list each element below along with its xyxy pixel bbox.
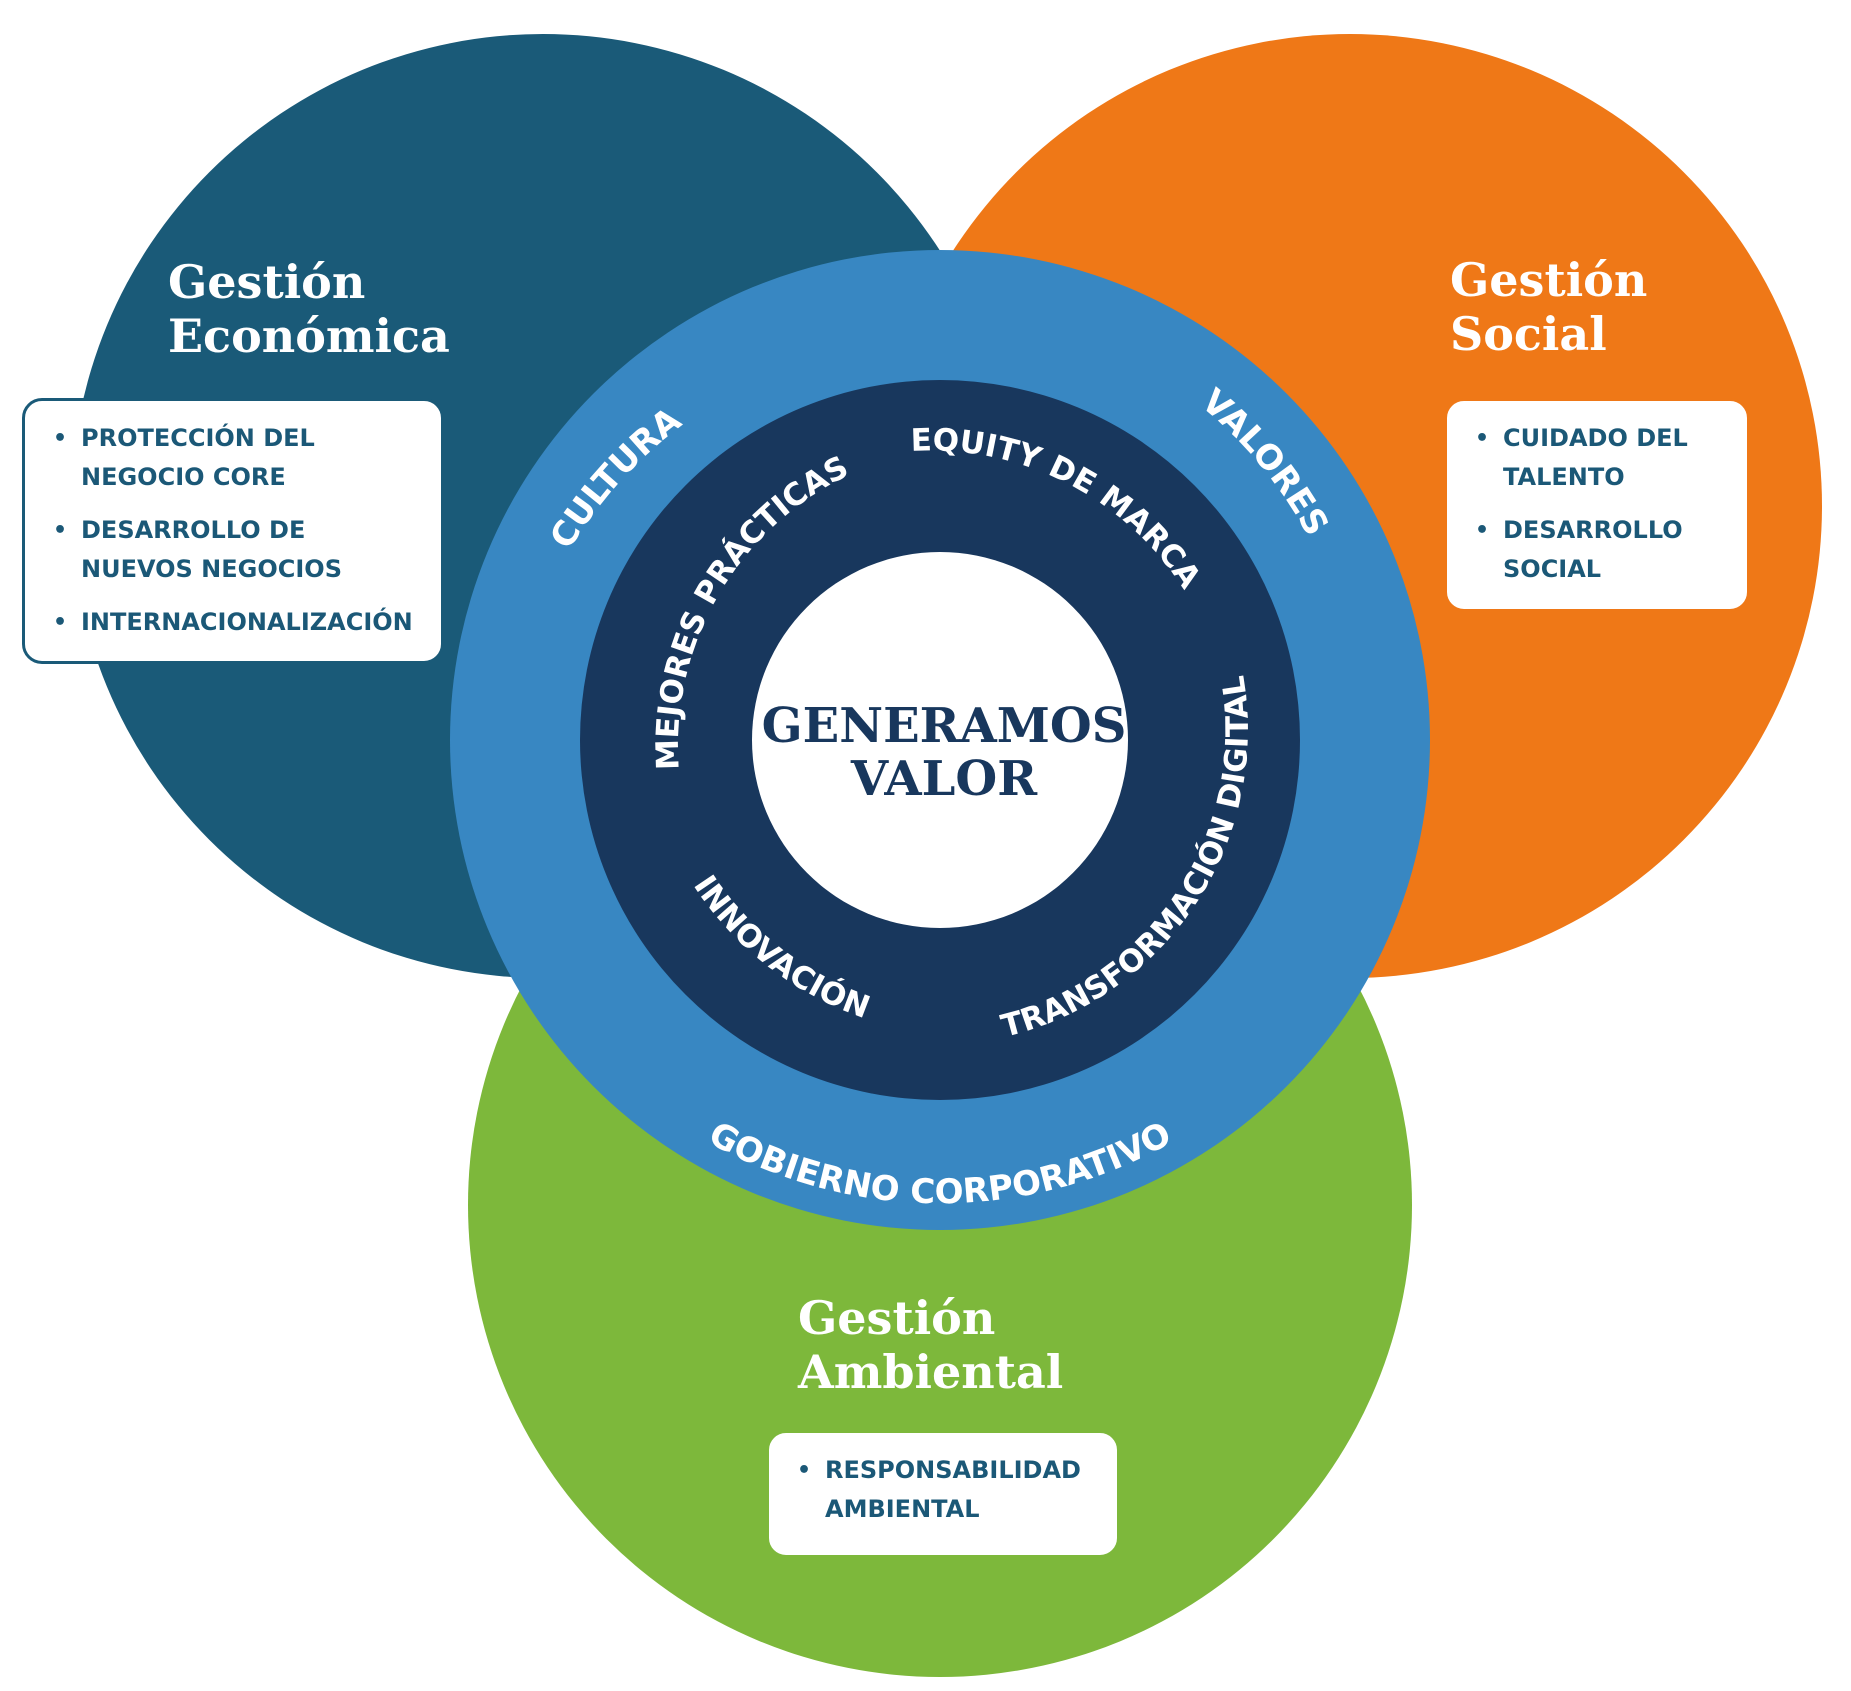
bullet: • <box>1475 426 1490 451</box>
social-card: • CUIDADO DEL TALENTO • DESARROLLO SOCIAL <box>1444 398 1750 612</box>
bullet: • <box>53 426 68 451</box>
environmental-list: • RESPONSABILIDAD AMBIENTAL <box>795 1451 1097 1529</box>
bullet: • <box>53 610 68 635</box>
list-item: • CUIDADO DEL TALENTO <box>1473 419 1727 497</box>
list-item: • DESARROLLO SOCIAL <box>1473 511 1727 589</box>
bullet: • <box>53 518 68 543</box>
center-circle <box>752 552 1128 928</box>
social-list: • CUIDADO DEL TALENTO • DESARROLLO SOCIAL <box>1473 419 1727 589</box>
economic-title-line2: Económica <box>168 309 450 363</box>
economic-item-3: INTERNACIONALIZACIÓN <box>81 608 413 636</box>
economic-card: • PROTECCIÓN DEL NEGOCIO CORE • DESARROLLO… <box>22 398 444 664</box>
social-title-line2: Social <box>1450 307 1607 361</box>
list-item: • PROTECCIÓN DEL NEGOCIO CORE <box>51 419 421 497</box>
environmental-card: • RESPONSABILIDAD AMBIENTAL <box>766 1430 1120 1558</box>
social-item-2: DESARROLLO SOCIAL <box>1503 516 1683 583</box>
economic-item-1: PROTECCIÓN DEL NEGOCIO CORE <box>81 424 315 491</box>
center-title-line2: VALOR <box>850 751 1038 807</box>
economic-title-line1: Gestión <box>168 255 365 309</box>
center-title-line1: GENERAMOS <box>762 698 1127 754</box>
list-item: • INTERNACIONALIZACIÓN <box>51 603 421 642</box>
list-item: • RESPONSABILIDAD AMBIENTAL <box>795 1451 1097 1529</box>
environmental-item-1: RESPONSABILIDAD AMBIENTAL <box>825 1456 1081 1523</box>
social-item-1: CUIDADO DEL TALENTO <box>1503 424 1688 491</box>
environmental-title-line2: Ambiental <box>797 1345 1063 1399</box>
bullet: • <box>797 1458 812 1483</box>
economic-list: • PROTECCIÓN DEL NEGOCIO CORE • DESARROLLO… <box>51 419 421 642</box>
economic-item-2: DESARROLLO DE NUEVOS NEGOCIOS <box>81 516 342 583</box>
bullet: • <box>1475 518 1490 543</box>
environmental-title-line1: Gestión <box>798 1291 995 1345</box>
list-item: • DESARROLLO DE NUEVOS NEGOCIOS <box>51 511 421 589</box>
social-title-line1: Gestión <box>1450 253 1647 307</box>
